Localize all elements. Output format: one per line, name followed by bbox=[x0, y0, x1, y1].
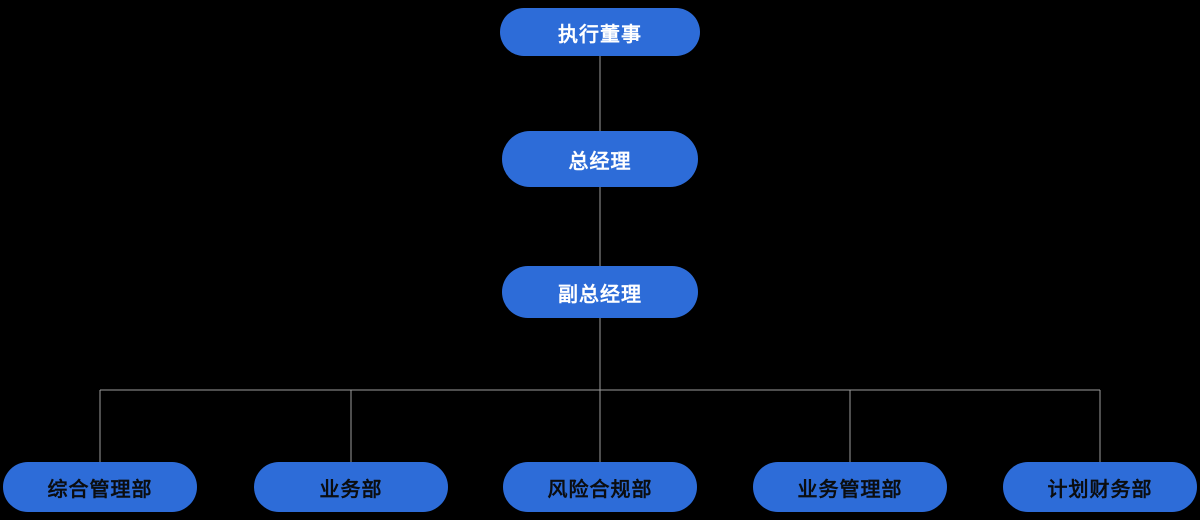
org-node-label: 业务管理部 bbox=[797, 476, 903, 501]
org-node-label: 副总经理 bbox=[558, 281, 642, 306]
org-node-dept-comprehensive-management: 综合管理部 bbox=[3, 462, 197, 512]
org-node-label: 风险合规部 bbox=[547, 476, 653, 501]
org-node-label: 执行董事 bbox=[558, 21, 642, 46]
org-node-label: 业务部 bbox=[319, 476, 383, 501]
org-node-dept-planning-finance: 计划财务部 bbox=[1003, 462, 1197, 512]
org-node-label: 总经理 bbox=[568, 148, 632, 173]
org-node-deputy-general-manager: 副总经理 bbox=[502, 266, 698, 318]
org-node-label: 计划财务部 bbox=[1047, 476, 1153, 501]
org-node-label: 综合管理部 bbox=[47, 476, 153, 501]
org-node-dept-business: 业务部 bbox=[254, 462, 448, 512]
org-node-general-manager: 总经理 bbox=[502, 131, 698, 187]
org-node-executive-director: 执行董事 bbox=[500, 8, 700, 56]
org-node-dept-business-management: 业务管理部 bbox=[753, 462, 947, 512]
org-node-dept-risk-compliance: 风险合规部 bbox=[503, 462, 697, 512]
